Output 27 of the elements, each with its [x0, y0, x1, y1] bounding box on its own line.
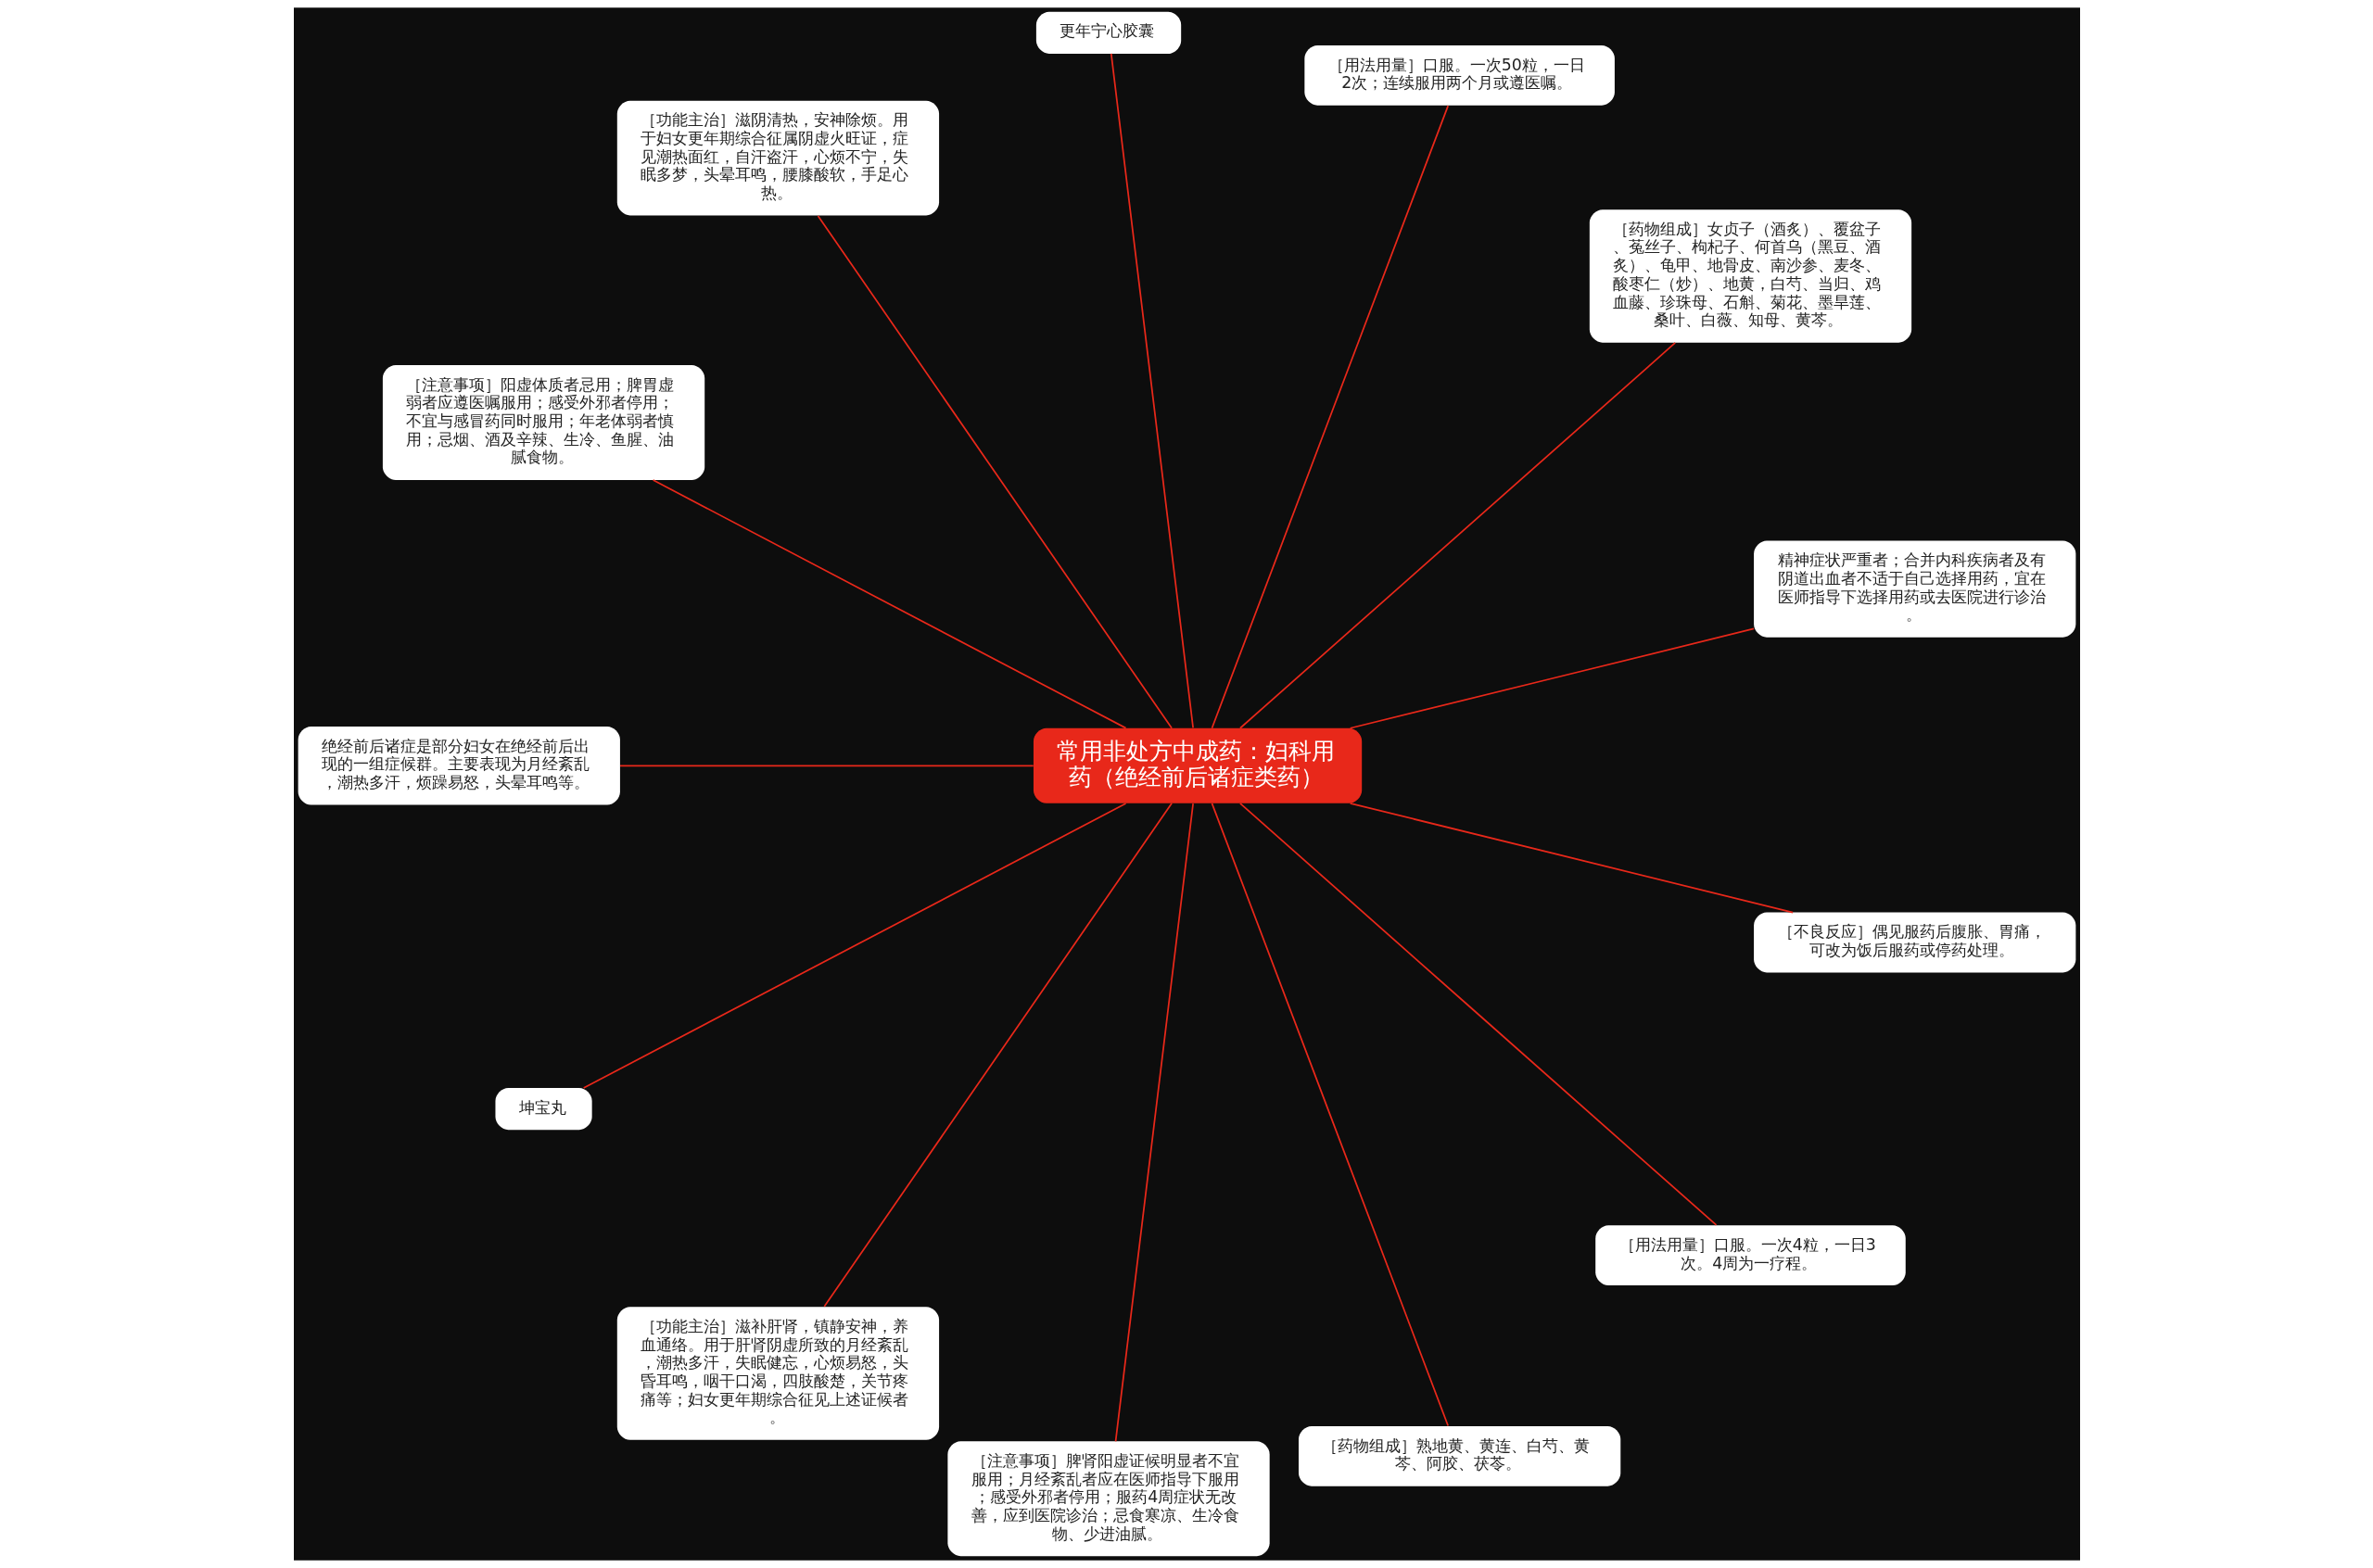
- connector: [1349, 803, 1794, 914]
- connector: [1238, 342, 1676, 729]
- node-box: 绝经前后诸症是部分妇女在绝经前后出现的一组症候群。主要表现为月经紊乱，潮热多汗，烦躁易怒，头晕耳鸣等。: [298, 727, 620, 805]
- node-box: ［用法用量］口服。一次50粒，一日2次；连续服用两个月或遵医嘱。: [1303, 44, 1615, 106]
- node-box: ［药物组成］熟地黄、黄连、白芍、黄芩、阿胶、茯苓。: [1298, 1425, 1620, 1486]
- node-box: ［用法用量］口服。一次4粒，一日3次。4周为一疗程。: [1594, 1225, 1906, 1286]
- node-box: ［功能主治］滋补肝肾，镇静安神，养血通络。用于肝肾阴虚所致的月经紊乱，潮热多汗，失眠健忘，心烦易怒，头昏耳鸣，咽干口渴，四肢酸楚，关节疼痛等；妇女更年期综合征见上述证候者。: [616, 1307, 939, 1440]
- connector: [618, 765, 1034, 767]
- connector: [1211, 105, 1449, 729]
- node-box: 精神症状严重者；合并内科疾病者及有阴道出血者不适于自己选择用药，宜在医师指导下选择用药或去医院进行诊治。: [1753, 540, 2075, 638]
- node-box: ［注意事项］脾肾阳虚证候明显者不宜服用；月经紊乱者应在医师指导下服用；感受外邪者停用；服药4周症状无改善，应到医院诊治；忌食寒凉、生冷食物、少进油腻。: [946, 1441, 1270, 1557]
- connector: [1110, 53, 1194, 729]
- connector: [1114, 803, 1194, 1443]
- node-box: ［注意事项］阳虚体质者忌用；脾胃虚弱者应遵医嘱服用；感受外邪者停用；不宜与感冒药同时服用；年老体弱者慎用；忌烟、酒及辛辣、生冷、鱼腥、油腻食物。: [382, 365, 704, 480]
- connector: [1238, 803, 1717, 1226]
- node-box: 常用非处方中成药：妇科用药（绝经前后诸症类药）: [1033, 727, 1362, 803]
- connector: [817, 215, 1173, 729]
- node-box: ［药物组成］女贞子（酒炙）、覆盆子、菟丝子、枸杞子、何首乌（黑豆、酒炙）、龟甲、地骨皮、南沙参、麦冬、酸枣仁（炒）、地黄，白芍、当归、鸡血藤、珍珠母、石斛、菊花、墨旱莲、桑叶、白薇、知母、黄芩。: [1589, 209, 1911, 343]
- node-box: 坤宝丸: [494, 1088, 592, 1131]
- connector: [652, 479, 1126, 729]
- connector: [582, 803, 1126, 1089]
- node-box: ［功能主治］滋阴清热，安神除烦。用于妇女更年期综合征属阴虚火旺证，症见潮热面红，自汗盗汗，心烦不宁，失眠多梦，头晕耳鸣，腰膝酸软，手足心热。: [616, 100, 939, 216]
- node-box: 更年宁心胶囊: [1035, 11, 1181, 54]
- node-box: ［不良反应］偶见服药后腹胀、胃痛，可改为饭后服药或停药处理。: [1753, 912, 2075, 973]
- connector: [1349, 627, 1755, 729]
- connector: [822, 802, 1173, 1308]
- connector: [1211, 803, 1449, 1427]
